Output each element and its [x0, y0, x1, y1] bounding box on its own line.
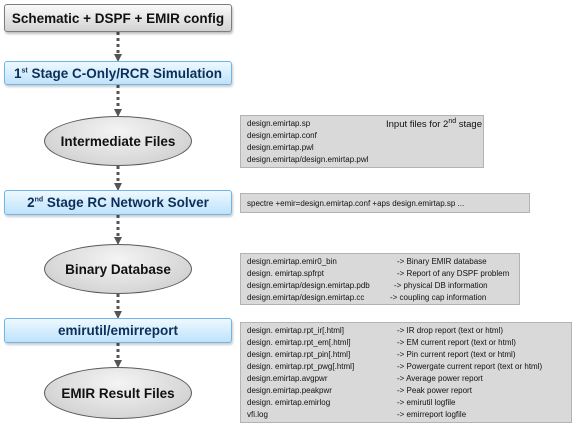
intermediate-files-panel: design.emirtap.sp design.emirtap.conf de…	[240, 115, 484, 168]
stage1-simulation-box: 1st Stage C-Only/RCR Simulation	[4, 61, 232, 85]
result-row: design. emirtap.rpt_ir[.html]-> IR drop …	[247, 326, 504, 335]
intermediate-file-item: design.emirtap/design.emirtap.pwl	[247, 155, 369, 164]
spectre-command-panel: spectre +emir=design.emirtap.conf +aps d…	[240, 193, 530, 213]
result-row: design. emirtap.emirlog-> emirutil logfi…	[247, 398, 456, 407]
binary-database-panel: design.emirtap.emir0_bin-> Binary EMIR d…	[240, 253, 520, 305]
result-row: design.emirtap.avgpwr-> Average power re…	[247, 374, 483, 383]
intermediate-files-ellipse: Intermediate Files	[44, 116, 192, 166]
input-files-note: Input files for 2nd stage	[386, 117, 482, 130]
binary-row: design.emirtap.emir0_bin-> Binary EMIR d…	[247, 257, 487, 266]
emir-result-files-ellipse: EMIR Result Files	[44, 367, 192, 419]
binary-database-ellipse: Binary Database	[44, 244, 192, 294]
emirutil-label: emirutil/emirreport	[57, 323, 179, 338]
result-row: vfi.log-> emirreport logfile	[247, 410, 467, 419]
results-label: EMIR Result Files	[61, 385, 175, 401]
result-row: design.emirtap.peakpwr-> Peak power repo…	[247, 386, 472, 395]
intermediate-file-item: design.emirtap.conf	[247, 131, 317, 140]
result-row: design. emirtap.rpt_pin[.html]-> Pin cur…	[247, 350, 516, 359]
stage1-label: 1st Stage C-Only/RCR Simulation	[13, 65, 223, 81]
binary-row: design.emirtap/design.emirtap.pdb-> phys…	[247, 281, 488, 290]
binary-row: design.emirtap/design.emirtap.cc-> coupl…	[247, 293, 487, 302]
emirutil-emirreport-box: emirutil/emirreport	[4, 318, 232, 343]
schematic-dspf-emir-config-box: Schematic + DSPF + EMIR config	[4, 4, 232, 32]
spectre-command-text: spectre +emir=design.emirtap.conf +aps d…	[247, 199, 465, 208]
binary-label: Binary Database	[65, 261, 171, 277]
intermediate-file-item: design.emirtap.sp	[247, 119, 311, 128]
result-row: design. emirtap.rpt_em[.html]-> EM curre…	[247, 338, 516, 347]
intermediate-label: Intermediate Files	[60, 133, 176, 149]
stage2-label: 2nd Stage RC Network Solver	[27, 195, 209, 210]
schematic-label: Schematic + DSPF + EMIR config	[11, 10, 225, 26]
result-row: design. emirtap.rpt_pwg[.html]-> Powerga…	[247, 362, 543, 371]
emir-results-panel: design. emirtap.rpt_ir[.html]-> IR drop …	[240, 322, 572, 423]
intermediate-file-item: design.emirtap.pwl	[247, 143, 314, 152]
stage2-rc-solver-box: 2nd Stage RC Network Solver	[4, 190, 232, 215]
binary-row: design. emirtap.spfrpt-> Report of any D…	[247, 269, 510, 278]
